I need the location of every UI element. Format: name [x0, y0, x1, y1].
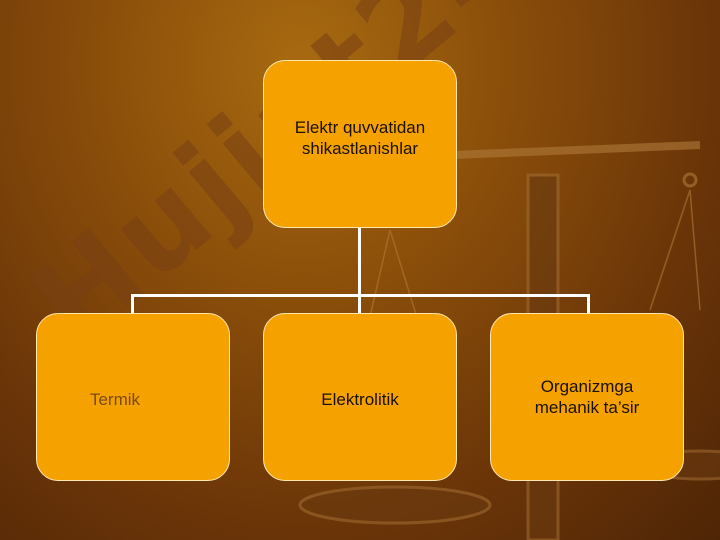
child-node-elektrolitik: Elektrolitik	[263, 313, 457, 481]
child-node-label: Termik	[89, 389, 141, 409]
connector-center-drop	[358, 294, 361, 313]
child-node-label: Organizmga mehanik ta’sir	[534, 377, 640, 417]
child-node-label: Elektrolitik	[321, 389, 399, 409]
child-node-mehanik: Organizmga mehanik ta’sir	[490, 313, 684, 481]
connector-left-drop	[131, 294, 134, 313]
root-node-label: Elektr quvvatidan shikastlanishlar	[294, 118, 426, 158]
root-node: Elektr quvvatidan shikastlanishlar	[263, 60, 457, 228]
connector-right-drop	[587, 294, 590, 313]
connector-root-stem	[358, 228, 361, 296]
child-node-termik: Termik	[36, 313, 230, 481]
